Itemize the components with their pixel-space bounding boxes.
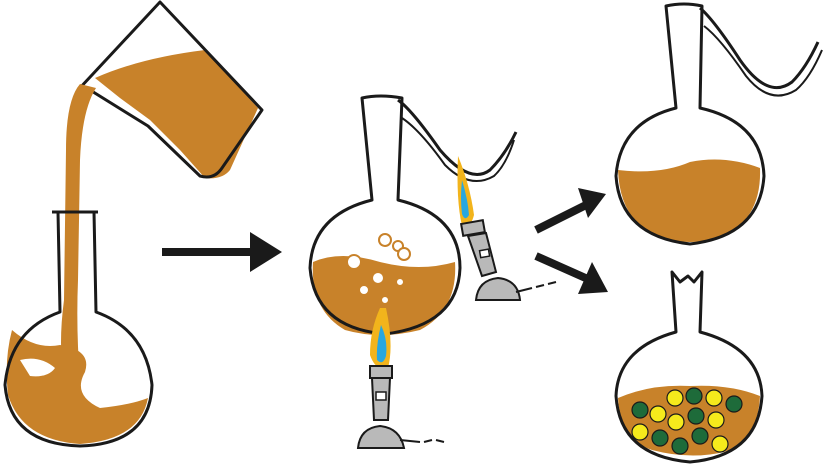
beaker-broth <box>95 50 258 179</box>
beaker-icon <box>76 0 264 179</box>
microbial-colonies <box>631 387 743 455</box>
flask-icon <box>3 210 154 448</box>
burner-base <box>356 424 406 449</box>
arrow-to-boil <box>162 232 282 272</box>
broken-flask-outline <box>614 270 764 464</box>
flame-inner <box>376 325 387 363</box>
intact-flask-outline <box>614 2 766 246</box>
pour-stream <box>61 84 96 380</box>
neck-flame-inner <box>461 180 469 219</box>
swan-neck-flask-icon <box>308 94 518 336</box>
bunsen-burner-icon <box>356 308 445 449</box>
neck-burner-icon <box>457 156 557 301</box>
beaker-outline <box>76 0 264 179</box>
swan-neck-tube <box>397 98 518 176</box>
flask-outline <box>3 210 154 448</box>
arrow-to-broken <box>534 252 608 294</box>
intact-flask-broth <box>618 159 761 242</box>
boil-panel <box>308 94 557 449</box>
burner-collar <box>369 365 393 379</box>
outcomes-panel <box>614 2 823 464</box>
arrow-to-intact <box>534 188 606 234</box>
boil-flask-outline <box>308 94 462 336</box>
flask-broth <box>6 330 148 444</box>
bubbles <box>346 233 411 305</box>
splash-blob <box>20 358 55 377</box>
pour-panel <box>3 0 264 448</box>
intact-flask-icon <box>614 2 823 246</box>
broken-flask-icon <box>614 270 764 464</box>
intact-swan-neck <box>699 6 820 90</box>
